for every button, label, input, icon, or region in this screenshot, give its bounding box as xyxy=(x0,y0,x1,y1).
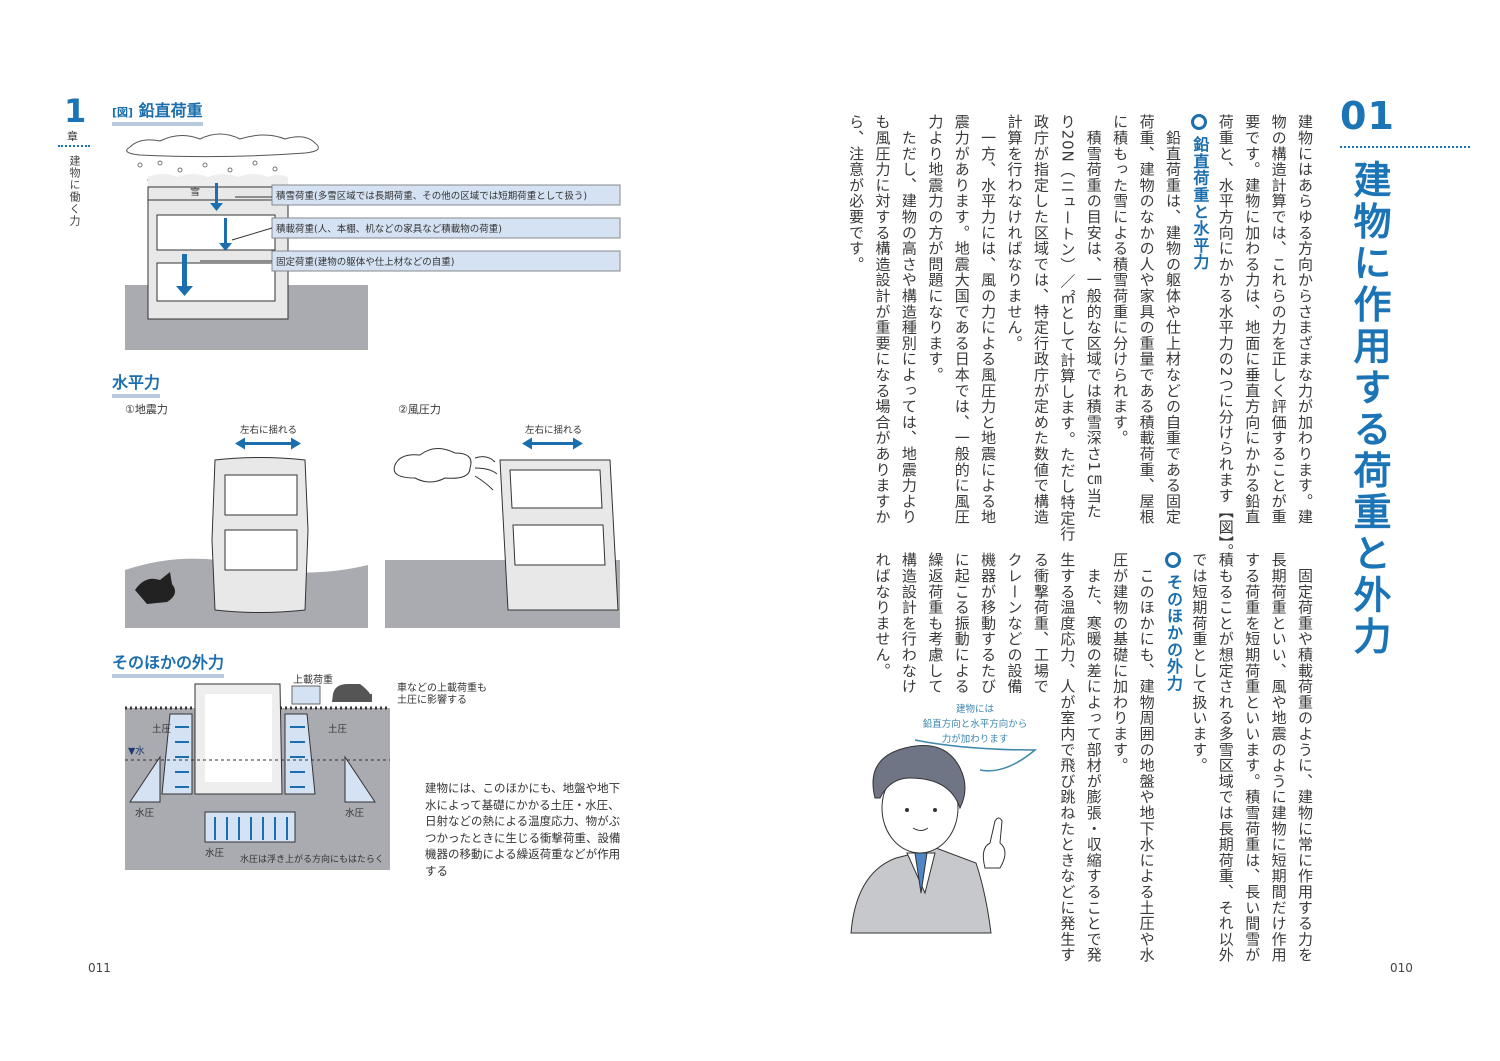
text-column: 機器が移動するたび xyxy=(979,552,998,695)
text-column: 繰返荷重も考慮して xyxy=(926,552,945,695)
chapter-title: 建物に働く力 xyxy=(68,155,81,227)
car-note-line: 土圧に影響する xyxy=(397,695,467,706)
text-column: 震力があります。地震大国である日本では、一般的に風圧 xyxy=(952,114,971,525)
text-column: 物の構造計算では、これらの力を正しく評価することが重 xyxy=(1269,114,1288,525)
body-text-upper: 建物にはあらゆる方向からさまざまな力が加わります。建物の構造計算では、これらの力… xyxy=(843,114,1318,560)
text-column: クレーンなどの設備 xyxy=(1005,552,1024,695)
text-column: 構造設計を行わなけ xyxy=(899,552,918,695)
body-text-lower: 固定荷重や積載荷重のように、建物に常に作用する力を長期荷重といい、風や地震のよう… xyxy=(869,552,1318,963)
text-column: 鉛直荷重は、建物の躯体や仕上材などの自重である固定 xyxy=(1163,114,1182,525)
text-column: も風圧力に対する構造設計が重要になる場合がありますか xyxy=(873,114,892,525)
figure-tag: [図] xyxy=(112,106,134,119)
catfish-icon xyxy=(135,572,176,604)
section-number: 01 xyxy=(1340,94,1395,138)
text-column: 計算を行わなければなりません。 xyxy=(1005,114,1024,351)
text-column: る衝撃荷重、工場で xyxy=(1031,552,1050,695)
page-number-right: 010 xyxy=(1390,961,1413,975)
page-number-left: 011 xyxy=(88,961,111,975)
subheading: そのほかの外力 xyxy=(1160,552,1186,952)
snow-label: 雪 xyxy=(190,186,200,198)
chapter-number: 1 xyxy=(64,92,87,130)
surcharge-label: 上載荷重 xyxy=(293,675,333,686)
water-pressure-bottom: 水圧 xyxy=(205,847,225,859)
other-forces-title: そのほかの外力 xyxy=(112,649,225,678)
earth-pressure-diagram: 土圧 土圧 ▼水 水圧 水圧 水圧 水圧は浮き上がる方向にもはたらく xyxy=(125,683,390,870)
presenter-illustration xyxy=(850,739,1038,934)
pressure-arrows xyxy=(175,726,305,840)
title-divider xyxy=(1340,146,1470,148)
cloud-icon xyxy=(126,133,319,158)
text-column: 長期荷重といい、風や地震のように建物に短期間だけ作用 xyxy=(1269,552,1288,963)
text-column: に積もった雪による積雪荷重に分けられます。 xyxy=(1111,114,1130,446)
text-column: に起こる振動による xyxy=(952,552,971,695)
text-column: 一方、水平力には、風の力による風圧力と地震による地 xyxy=(979,114,998,525)
seismic-label: ①地震力 xyxy=(125,403,168,416)
text-column: ればなりません。 xyxy=(873,552,892,679)
car-note-line: 車などの上載荷重も xyxy=(397,683,487,694)
text-column: 建物にはあらゆる方向からさまざまな力が加わります。建 xyxy=(1296,114,1314,525)
live-load-label: 積載荷重(人、本棚、机などの家具など積載物の荷重) xyxy=(276,223,502,235)
water-pressure-left: 水圧 xyxy=(135,807,155,819)
sway-arrows xyxy=(235,437,583,450)
earth-pressure-right: 土圧 xyxy=(328,723,348,735)
text-column: 力より地震力の方が問題になります。 xyxy=(926,114,945,383)
subheading: 鉛直荷重と水平力 xyxy=(1186,114,1212,514)
load-arrows xyxy=(176,183,232,296)
car-icon xyxy=(332,684,372,702)
text-column: する荷重を短期荷重といいます。積雪荷重は、長い間雪が xyxy=(1243,552,1262,963)
bubble-line: 力が加わります xyxy=(941,734,1009,745)
text-column: 積もることが想定される多雪区域では長期荷重、それ以外 xyxy=(1216,552,1235,963)
text-column: 生する温度応力、人が室内で飛び跳ねたときなどに発生す xyxy=(1058,552,1077,963)
vertical-load-diagram: 雪 積雪荷重(多雪区域では長期荷重、その他の区域では短期荷重として扱う) 積載荷… xyxy=(125,133,621,350)
text-column: 固定荷重や積載荷重のように、建物に常に作用する力を xyxy=(1296,552,1314,963)
text-column: り20N（ニュートン）／㎡として計算します。ただし特定行 xyxy=(1058,114,1077,542)
wind-cloud-icon xyxy=(393,448,472,483)
chapter-label: 章 xyxy=(67,130,78,143)
figure-title: [図] 鉛直荷重 xyxy=(112,97,203,126)
pointing-hand xyxy=(982,817,1006,869)
dead-load-label: 固定荷重(建物の躯体や仕上材などの自重) xyxy=(276,256,454,268)
text-column: 積雪荷重の目安は、一般的な区域では積雪深さ1㎝当た xyxy=(1084,114,1103,520)
text-column: ら、注意が必要です。 xyxy=(847,114,866,272)
wind-label: ②風圧力 xyxy=(398,403,441,416)
uplift-note: 水圧は浮き上がる方向にもはたらく xyxy=(240,853,384,865)
horizontal-force-diagram: 左右に揺れる 左右に揺れる xyxy=(125,424,620,628)
section-title: 建物に作用する荷重と外力 xyxy=(1347,160,1391,658)
text-column: 荷重、建物のなかの人や家具の重量である積載荷重、屋根 xyxy=(1137,114,1156,525)
text-column: 圧が建物の基礎に加わります。 xyxy=(1111,552,1130,774)
snow-load-label: 積雪荷重(多雪区域では長期荷重、その他の区域では短期荷重として扱う) xyxy=(276,190,587,202)
text-column: 荷重と、水平方向にかかる水平力の2つに分けられます【図】。 xyxy=(1216,114,1235,560)
figure-caption: 建物には、このほかにも、地盤や地下水によって基礎にかかる土圧・水圧、日射などの熱… xyxy=(425,781,621,878)
chapter-divider xyxy=(58,145,90,147)
horizontal-force-title: 水平力 xyxy=(112,369,161,398)
water-pressure-right: 水圧 xyxy=(345,807,365,819)
bubble-line: 鉛直方向と水平方向から xyxy=(922,719,1028,730)
text-column: ただし、建物の高さや構造種別によっては、地震力より xyxy=(899,114,918,525)
text-column: また、寒暖の差によって部材が膨張・収縮することで発 xyxy=(1084,552,1103,963)
speech-bubble: 建物には 鉛直方向と水平方向から 力が加わります xyxy=(905,702,1045,747)
sway-label-seismic: 左右に揺れる xyxy=(240,424,297,436)
earth-pressure-left: 土圧 xyxy=(152,723,172,735)
text-column: 要です。建物に加わる力は、地面に垂直方向にかかる鉛直 xyxy=(1243,114,1262,525)
text-column: 政庁が指定した区域では、特定行政庁が定めた数値で構造 xyxy=(1031,114,1050,525)
car-note: 車などの上載荷重も 土圧に影響する xyxy=(397,683,487,707)
bubble-line: 建物には xyxy=(955,704,994,715)
hair xyxy=(872,745,966,810)
sway-label-wind: 左右に揺れる xyxy=(525,424,582,436)
figure-title-text: 鉛直荷重 xyxy=(138,101,203,120)
wind-lines xyxy=(474,456,498,491)
text-column: このほかにも、建物周囲の地盤や地下水による土圧や水 xyxy=(1137,552,1156,963)
leader-lines xyxy=(200,196,273,262)
text-column: では短期荷重として扱います。 xyxy=(1190,552,1209,774)
water-level: ▼水 xyxy=(128,745,145,757)
